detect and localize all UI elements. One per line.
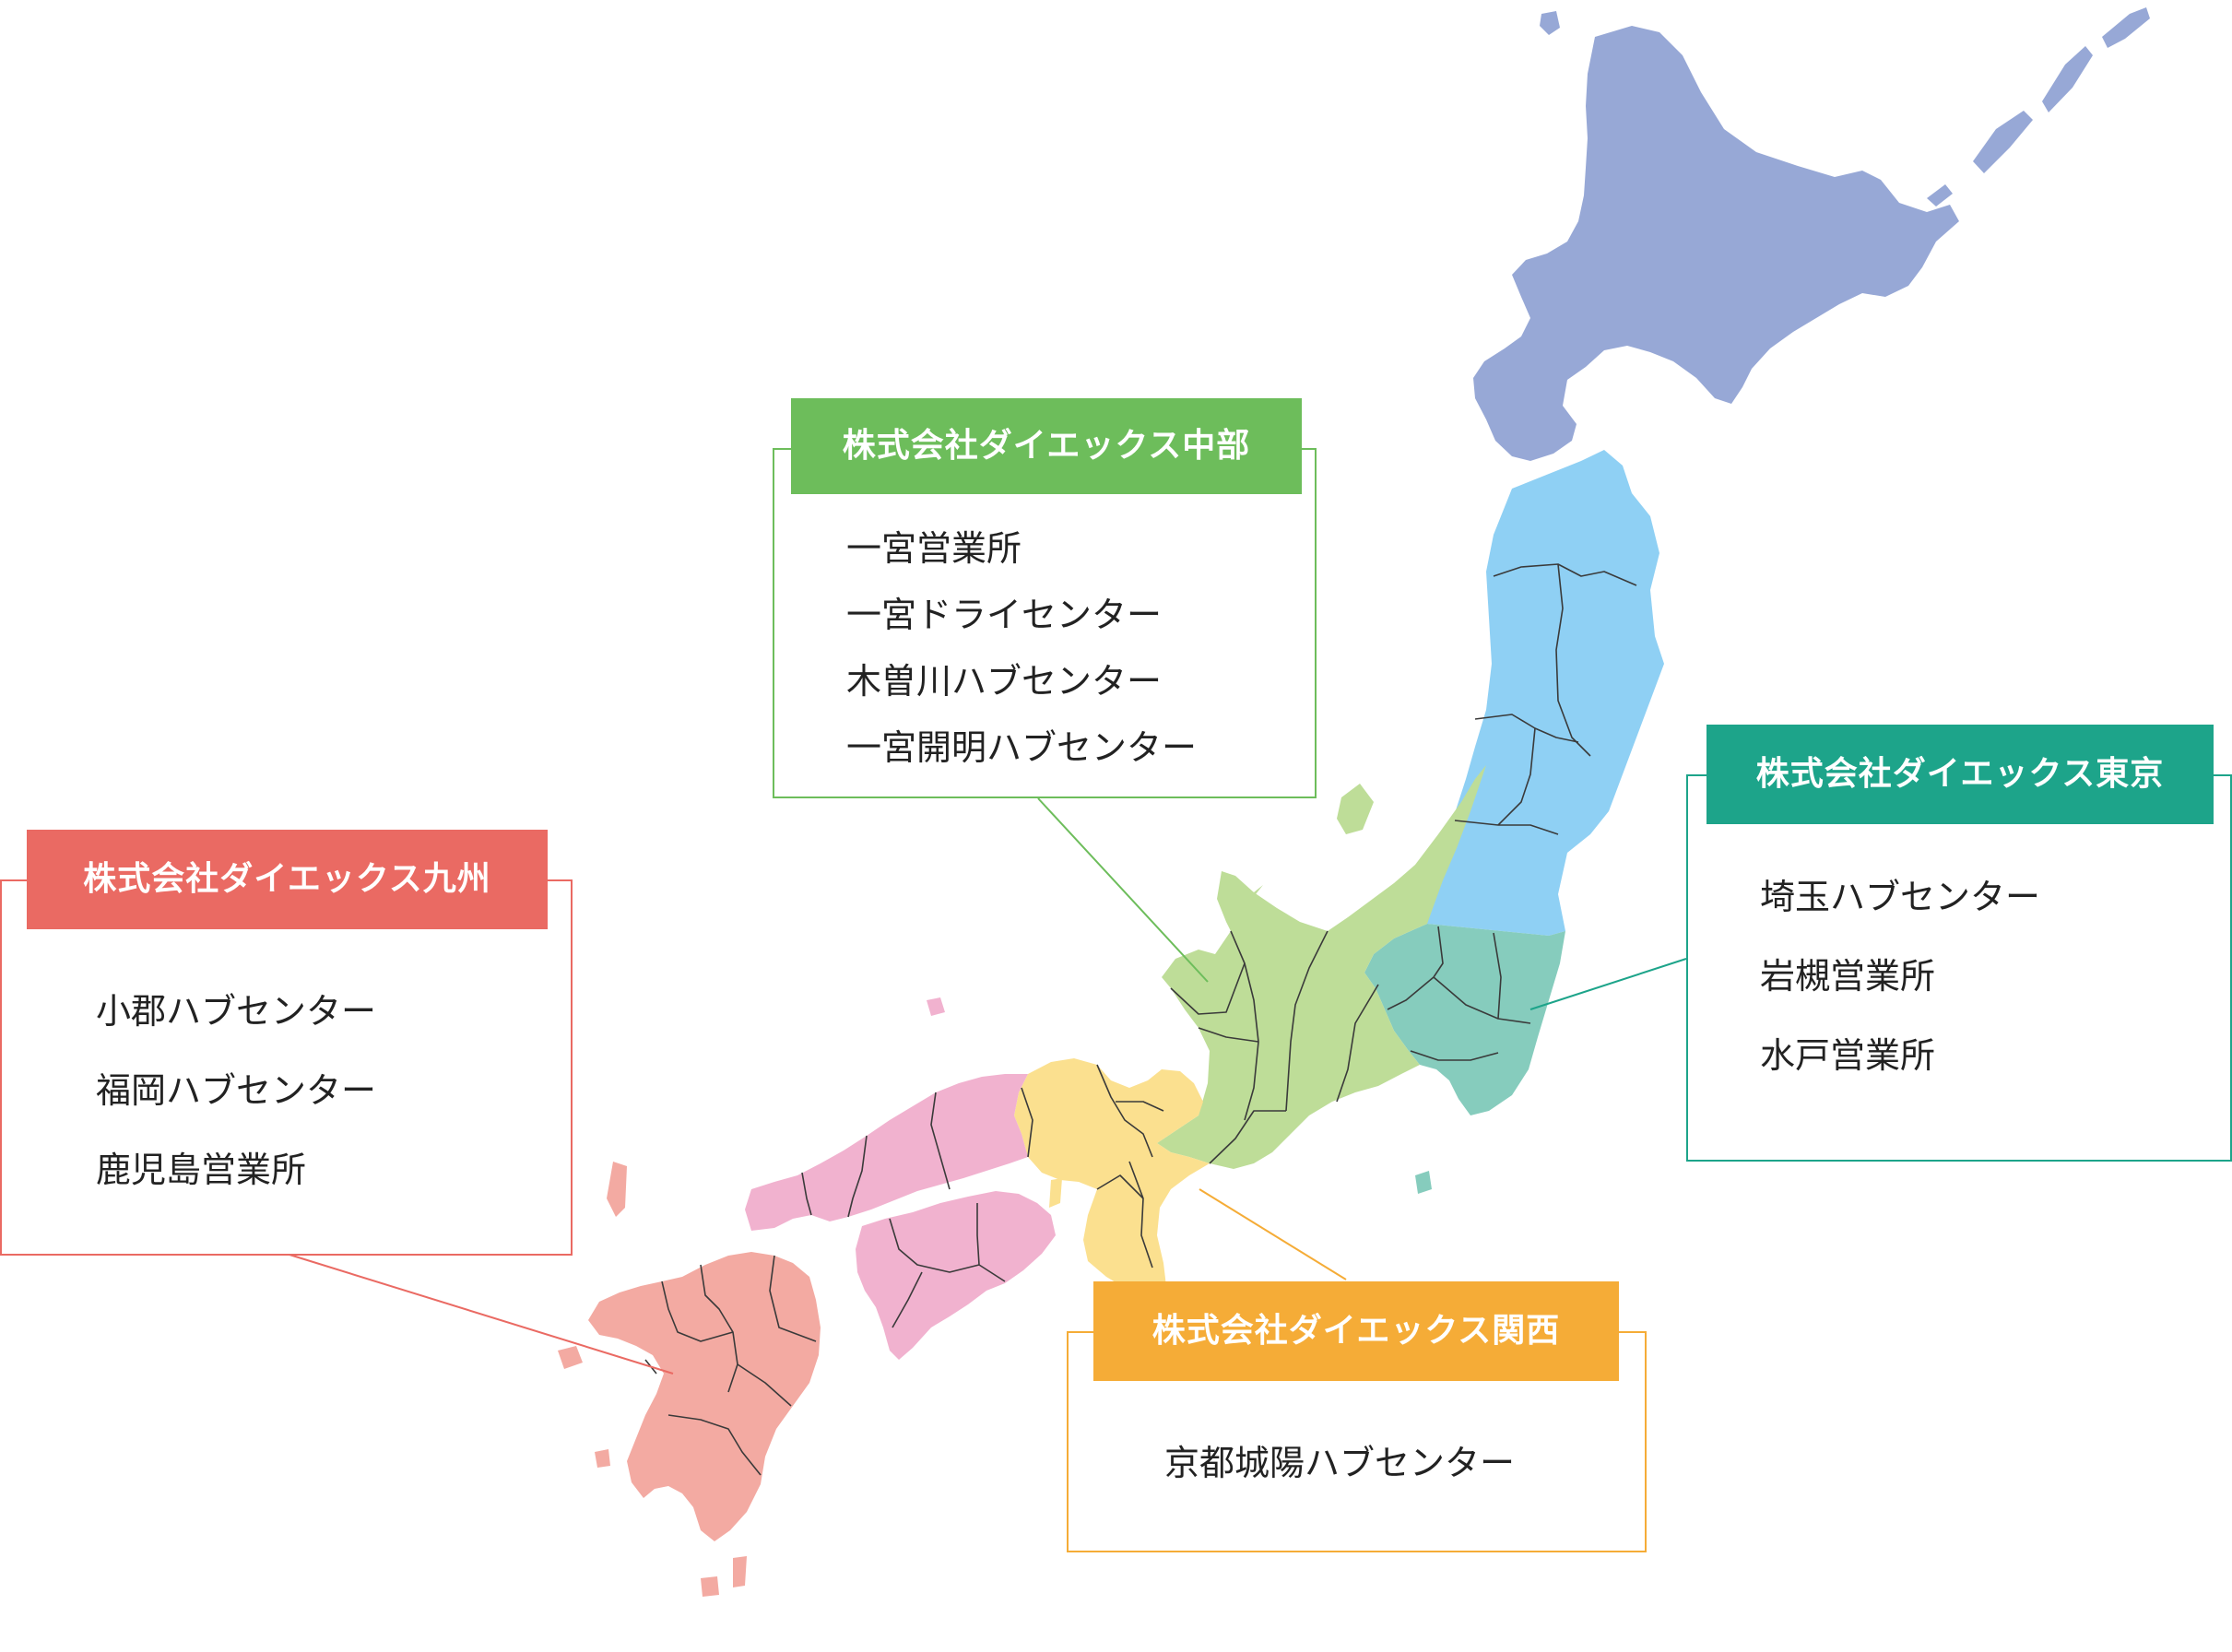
office-item: 一宮開明ハブセンター [846, 727, 1198, 768]
connector-kansai [1199, 1188, 1347, 1280]
region-kanto [1364, 924, 1565, 1115]
office-box-chubu: 一宮営業所 一宮ドライセンター 木曽川ハブセンター 一宮開明ハブセンター [773, 448, 1317, 798]
office-item: 埼玉ハブセンター [1760, 877, 2041, 917]
office-list-kansai: 京都城陽ハブセンター [1164, 1434, 1515, 1514]
island-rishiri [1540, 11, 1560, 35]
island-goto [558, 1346, 583, 1369]
office-header-kyushu: 株式会社ダイエックス九州 [27, 830, 548, 929]
island-koshiki [595, 1449, 610, 1468]
island-yakushima [701, 1576, 719, 1597]
office-list-kyushu: 小郡ハブセンター 福岡ハブセンター 鹿児島営業所 [96, 983, 376, 1221]
region-hokkaido [1473, 26, 1959, 461]
island-izu [1415, 1171, 1432, 1194]
office-list-chubu: 一宮営業所 一宮ドライセンター 木曽川ハブセンター 一宮開明ハブセンター [846, 520, 1197, 785]
region-chubu [1157, 765, 1486, 1169]
oki-islands [927, 997, 945, 1016]
island-tsushima [607, 1162, 627, 1217]
office-item: 福岡ハブセンター [96, 1070, 377, 1111]
office-box-tokyo: 埼玉ハブセンター 岩槻営業所 水戸営業所 [1686, 774, 2232, 1162]
office-header-chubu: 株式会社ダイエックス中部 [791, 398, 1302, 494]
noto-peninsula [1217, 871, 1263, 931]
region-shikoku [856, 1191, 1056, 1360]
island-kuril-2 [2042, 46, 2093, 112]
region-kyushu [588, 1252, 821, 1541]
office-list-tokyo: 埼玉ハブセンター 岩槻営業所 水戸営業所 [1760, 868, 2040, 1106]
office-box-kyushu: 小郡ハブセンター 福岡ハブセンター 鹿児島営業所 [0, 879, 573, 1256]
office-item: 京都城陽ハブセンター [1164, 1443, 1516, 1483]
island-kuril-3 [2102, 7, 2150, 48]
region-tohoku [1427, 450, 1664, 936]
office-item: 木曽川ハブセンター [846, 661, 1163, 702]
island-sado [1337, 784, 1374, 834]
prefecture-borders [644, 563, 1637, 1476]
region-kansai [1014, 1058, 1210, 1300]
office-item: 小郡ハブセンター [96, 991, 377, 1032]
office-item: 一宮営業所 [846, 528, 1022, 569]
office-item: 鹿児島営業所 [96, 1150, 307, 1190]
connector-kyushu [289, 1254, 674, 1375]
office-header-kansai: 株式会社ダイエックス関西 [1093, 1281, 1619, 1381]
region-chugoku [745, 1074, 1028, 1231]
connector-tokyo [1529, 958, 1687, 1010]
connector-chubu [1037, 797, 1209, 983]
island-kuril-1 [1973, 111, 2033, 173]
office-header-tokyo: 株式会社ダイエックス東京 [1706, 725, 2214, 824]
office-item: 一宮ドライセンター [846, 595, 1163, 635]
office-item: 水戸営業所 [1760, 1035, 1936, 1076]
island-tanegashima [733, 1556, 747, 1587]
office-item: 岩槻営業所 [1760, 956, 1936, 997]
island-kuril-4 [1927, 184, 1953, 206]
island-awaji [1049, 1178, 1062, 1208]
